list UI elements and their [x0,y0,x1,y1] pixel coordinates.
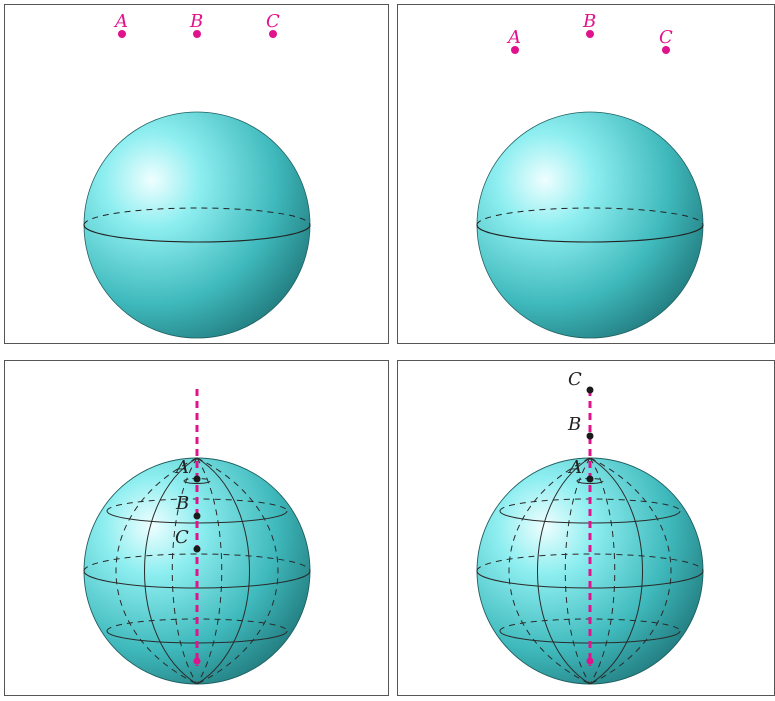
label-c: C [175,527,189,548]
point-b [193,512,201,520]
bottom-pole [586,657,594,665]
label-b: B [567,414,581,435]
label-b: B [175,493,189,514]
label-a: A [567,457,582,478]
point-c [193,545,201,553]
point-a [511,46,519,54]
label-a: A [506,27,521,48]
label-c: C [568,369,582,390]
sphere-diagram-1: A B C [83,11,311,339]
panel-bottom-left: A B C [4,360,389,696]
sphere [83,111,311,339]
panel-top-left: A B C [4,4,389,344]
point-a [118,30,126,38]
point-b [586,30,594,38]
label-c: C [266,11,280,32]
equator-back [83,207,311,226]
longitude-lines [508,457,672,685]
label-a: A [113,11,128,32]
sphere-diagram-4: A B C [476,369,704,685]
point-b [193,30,201,38]
equator-front [83,224,311,243]
point-a [193,475,201,483]
sphere-diagram-2: A B C [476,11,704,339]
panel-top-right: A B C [397,4,775,344]
point-c [662,46,670,54]
point-c [269,30,277,38]
sphere [476,111,704,339]
label-b: B [582,11,596,32]
equator-front [476,224,704,243]
label-a: A [174,457,189,478]
equator-back [476,207,704,226]
point-b [586,432,594,440]
bottom-pole [193,657,201,665]
label-b: B [189,11,203,32]
point-a [586,475,594,483]
sphere-diagram-3: A B C [83,389,311,685]
point-c [586,386,594,394]
panel-bottom-right: A B C [397,360,775,696]
label-c: C [659,27,673,48]
longitude-lines [115,457,279,685]
